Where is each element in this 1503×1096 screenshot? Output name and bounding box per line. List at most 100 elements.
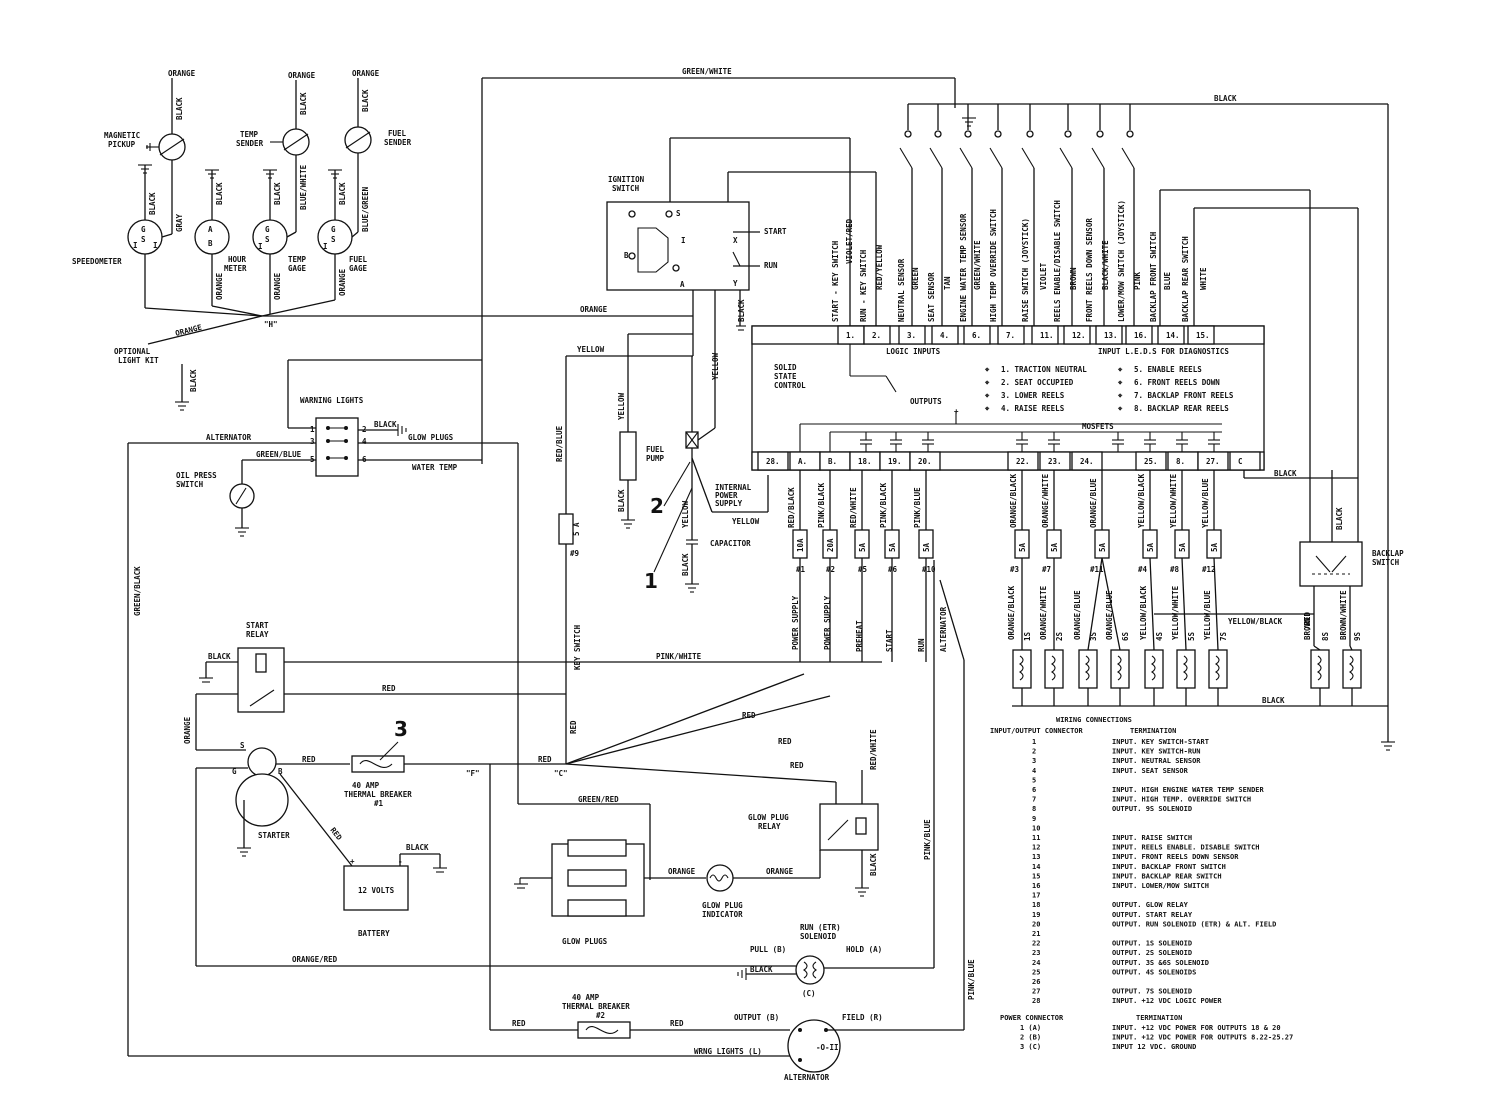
led-label: 6. FRONT REELS DOWN bbox=[1134, 378, 1220, 387]
wire-label-orange-gpi: ORANGE bbox=[766, 867, 794, 876]
bottom-pin-label: 23. bbox=[1048, 457, 1062, 466]
solenoid-wire-label: YELLOW/BLACK bbox=[1139, 585, 1148, 640]
wire-label-orange-fg: ORANGE bbox=[338, 268, 347, 296]
input-wire-label: VIOLET bbox=[1039, 262, 1048, 290]
coil-icon bbox=[1151, 655, 1156, 681]
bottom-pin-label: 24. bbox=[1080, 457, 1094, 466]
solenoid-id: 3S bbox=[1089, 631, 1098, 641]
hold-terminal-label: HOLD (A) bbox=[846, 945, 882, 954]
wire-label-red-f: RED bbox=[538, 755, 552, 764]
svg-text:S: S bbox=[240, 741, 245, 750]
output-fuse-number: #4 bbox=[1138, 565, 1148, 574]
warning-lights-label: WARNING LIGHTS bbox=[300, 396, 364, 405]
solenoid-id: 2S bbox=[1055, 631, 1064, 641]
led-icon: ⌖ bbox=[1117, 391, 1123, 400]
wire-label-yellow-main: YELLOW bbox=[577, 345, 605, 354]
table-row-termination: INPUT. NEUTRAL SENSOR bbox=[1112, 757, 1201, 765]
wire-label-red-2: RED bbox=[778, 737, 792, 746]
led-icon: ⌖ bbox=[984, 404, 990, 413]
table-row-connector: 11 bbox=[1032, 834, 1040, 842]
input-wire-label: FRONT REELS DOWN SENSOR bbox=[1085, 218, 1094, 322]
wire-label-green-white-top: GREEN/WHITE bbox=[682, 67, 732, 76]
svg-text:1: 1 bbox=[310, 425, 315, 434]
callout-1: 1 bbox=[644, 569, 658, 593]
table-col1-header: INPUT/OUTPUT CONNECTOR bbox=[990, 727, 1084, 735]
wire-label-black-fp: BLACK bbox=[617, 489, 626, 512]
switch-lever-icon bbox=[899, 147, 913, 169]
wire-label-orange-gp: ORANGE bbox=[668, 867, 696, 876]
preheat-label: PREHEAT bbox=[855, 620, 864, 652]
table-row-connector: 22 bbox=[1032, 940, 1040, 948]
svg-text:S: S bbox=[676, 209, 681, 218]
table-row-connector: 26 bbox=[1032, 978, 1040, 986]
callout-2: 2 bbox=[650, 494, 664, 518]
output-fuse-rating: 5A bbox=[1178, 542, 1187, 552]
switch-lever-icon bbox=[959, 147, 973, 169]
capacitor-label: CAPACITOR bbox=[710, 539, 751, 548]
output-fuse-number: #1 bbox=[796, 565, 806, 574]
table-row-connector: 23 bbox=[1032, 949, 1040, 957]
green-black-loop: GREEN/BLACK bbox=[127, 443, 790, 1057]
solenoid-wire-label: ORANGE/BLUE bbox=[1105, 590, 1114, 640]
wire-label-red-tb2: RED bbox=[512, 1019, 526, 1028]
bottom-pin-label: C bbox=[1238, 457, 1243, 466]
table-row-connector: 20 bbox=[1032, 920, 1040, 928]
input-wire-label: WHITE bbox=[1199, 267, 1208, 290]
output-wire-label: YELLOW/WHITE bbox=[1169, 473, 1178, 528]
coil-icon bbox=[1051, 655, 1056, 681]
wire-label-green-red: GREEN/RED bbox=[578, 795, 619, 804]
wrng-lights-label: WRNG LIGHTS (L) bbox=[694, 1047, 762, 1056]
wire-label-black-sr: BLACK bbox=[208, 652, 231, 661]
bottom-pin-label: A. bbox=[798, 457, 807, 466]
svg-text:B: B bbox=[208, 239, 213, 248]
bottom-pin-label: 27. bbox=[1206, 457, 1220, 466]
wire-label-green-blue: GREEN/BLUE bbox=[256, 450, 302, 459]
switch-contact-icon bbox=[994, 130, 1002, 138]
switch-contact-icon bbox=[1126, 130, 1134, 138]
glow-plugs-label: GLOW PLUGS bbox=[562, 937, 608, 946]
svg-text:X: X bbox=[733, 236, 738, 245]
table-power-termination: INPUT 12 VDC. GROUND bbox=[1112, 1043, 1196, 1051]
output-wire-label: RED/WHITE bbox=[849, 487, 858, 528]
wire-label-pink-blue-rs: PINK/BLUE bbox=[923, 819, 932, 860]
battery-icon bbox=[343, 865, 409, 911]
svg-text:A: A bbox=[680, 280, 685, 289]
led-icon: ⌖ bbox=[1117, 378, 1123, 387]
mosfets-label: MOSFETS bbox=[1082, 422, 1114, 431]
switch-lever-icon bbox=[1021, 147, 1035, 169]
power-supply-label-2: POWER SUPPLY bbox=[823, 595, 832, 650]
wire-label-black-hm: BLACK bbox=[215, 182, 224, 205]
led-label: 1. TRACTION NEUTRAL bbox=[1001, 365, 1087, 374]
table-row-termination: INPUT. HIGH ENGINE WATER TEMP SENDER bbox=[1112, 786, 1265, 794]
table-row-termination: OUTPUT. 3S &6S SOLENOID bbox=[1112, 959, 1209, 967]
output-wire-label: YELLOW/BLUE bbox=[1201, 478, 1210, 528]
table-row-connector: 13 bbox=[1032, 853, 1040, 861]
coil-icon bbox=[1117, 655, 1122, 681]
output-fuse-number: #3 bbox=[1010, 565, 1020, 574]
wire-label-red-blue: RED/BLUE bbox=[555, 425, 564, 462]
led-label: 5. ENABLE REELS bbox=[1134, 365, 1202, 374]
table-power-connector: 3 (C) bbox=[1020, 1043, 1041, 1051]
input-wire-label: BROWN bbox=[1069, 267, 1078, 290]
top-pin-label: 16. bbox=[1134, 331, 1148, 340]
red-feeds: RED RED RED bbox=[565, 673, 837, 783]
key-switch-label: KEY SWITCH bbox=[573, 624, 582, 670]
wire-label-brown-red: BROWN/RED bbox=[1303, 611, 1312, 640]
wire-label-yellow-ips: YELLOW bbox=[732, 517, 760, 526]
svg-text:3: 3 bbox=[310, 437, 315, 446]
svg-text:+: + bbox=[954, 407, 959, 416]
led-label: 3. LOWER REELS bbox=[1001, 391, 1065, 400]
input-wire-label: LOWER/MOW SWITCH (JOYSTICK) bbox=[1117, 200, 1126, 322]
output-fuse-number: #12 bbox=[1202, 565, 1216, 574]
top-pin-label: 1. bbox=[846, 331, 855, 340]
